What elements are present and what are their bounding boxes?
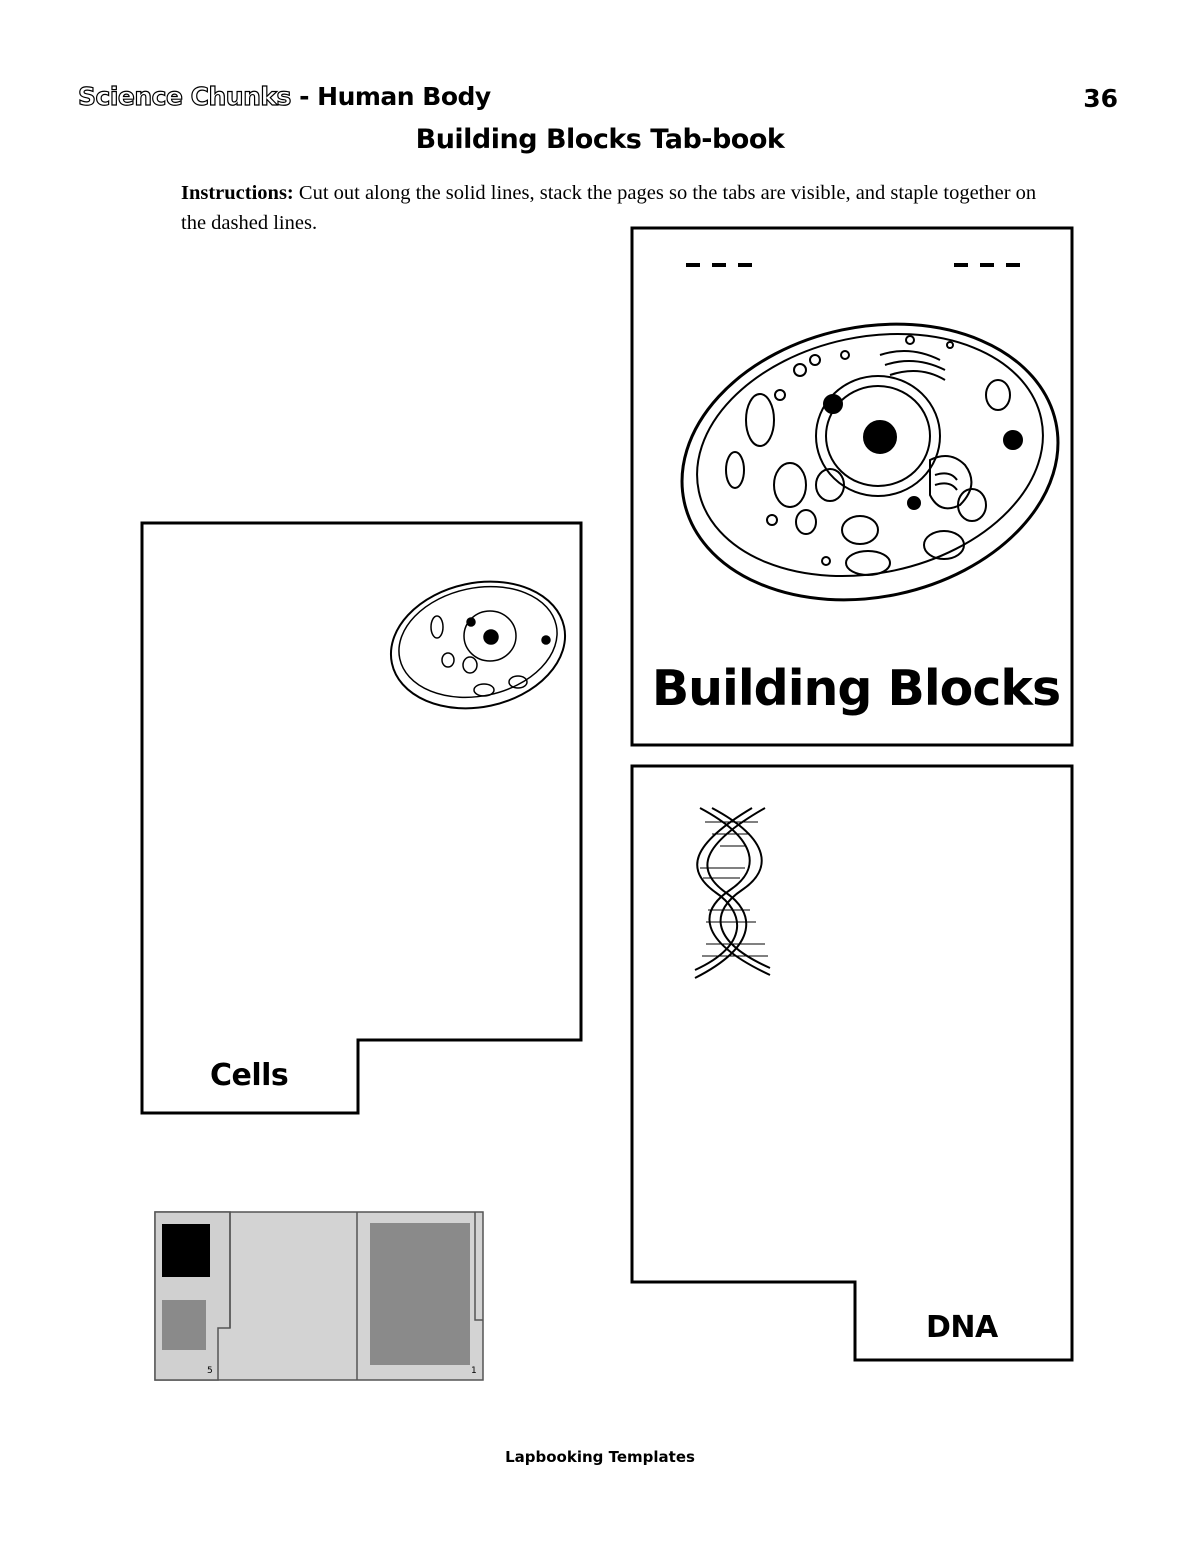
series-header: Science Chunks - Human Body [77,81,491,111]
footer: Lapbooking Templates [505,1448,695,1466]
animal-cell-icon [680,322,1060,602]
animal-cell-small-icon [389,580,567,710]
instructions-text: Cut out along the solid lines, stack the… [181,182,1037,234]
dna-panel-outline [630,764,1074,1362]
series-subject: - Human Body [290,82,491,111]
cover-panel-outline [630,226,1074,747]
dna-tab-label: DNA [926,1310,998,1345]
dna-helix-icon [694,807,771,979]
cells-panel-outline [140,521,583,1115]
thumb-tab-dark [162,1224,210,1277]
page-title: Building Blocks Tab-book [415,124,785,155]
series-name: Science Chunks [77,81,292,111]
instructions: Instructions: Cut out along the solid li… [181,178,1041,238]
cells-tab-label: Cells [210,1058,289,1093]
thumb-cover-image [370,1223,470,1365]
assembled-book-thumbnail [154,1211,484,1381]
thumb-tab-mid [162,1300,206,1350]
page-number: 36 [1083,84,1118,113]
thumb-right-tab-edge [474,1212,483,1321]
thumb-right-number: 1 [471,1366,477,1376]
instructions-lead: Instructions: [181,182,294,204]
cover-title: Building Blocks [651,660,1061,717]
thumb-left-number: 5 [207,1366,213,1376]
